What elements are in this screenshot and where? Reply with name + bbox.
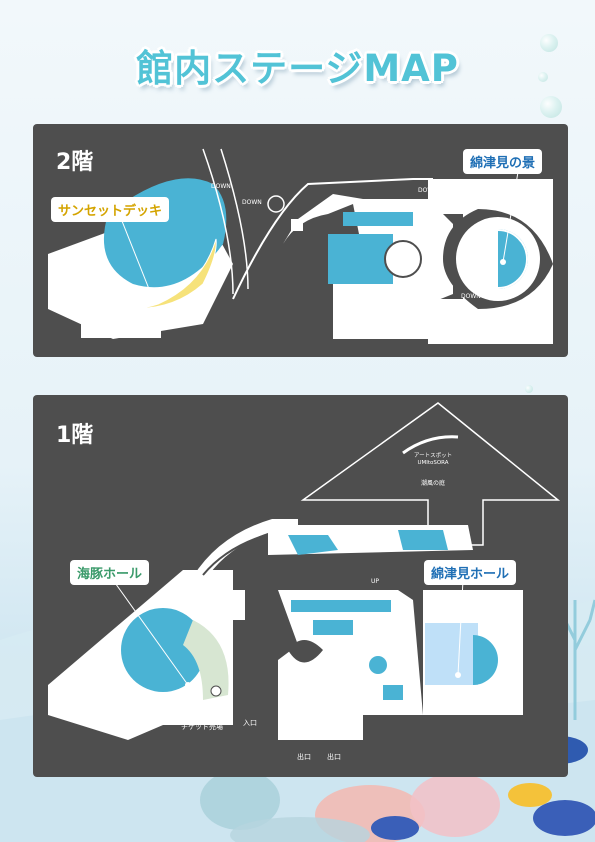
watatsumi-view-callout[interactable]: 綿津見の景 — [463, 149, 543, 174]
bubble-decoration — [540, 34, 558, 52]
floor-2-label: 2階 — [56, 150, 94, 175]
floor-2-map: DOWN DOWN DOWN DOWN 2階 サンセットデッキ 綿津見の景 — [33, 124, 568, 357]
down-sign: DOWN — [461, 293, 481, 300]
up-sign: UP — [371, 578, 379, 585]
info-icon — [210, 685, 222, 697]
exit-label: 出口 — [327, 752, 341, 761]
down-sign: DOWN — [418, 187, 438, 194]
bubble-decoration — [538, 72, 548, 82]
down-sign: DOWN — [211, 183, 231, 190]
dolphin-hall-callout[interactable]: 海豚ホール — [70, 560, 150, 585]
floor-1-label: 1階 — [56, 423, 94, 448]
art-spot-name: UMItoSORA — [417, 460, 448, 466]
floor-1-map: アートスポット UMItoSORA 潮風の庭 — [33, 395, 568, 777]
bubble-decoration — [525, 385, 533, 393]
down-sign: DOWN — [242, 199, 262, 206]
art-spot-label: アートスポット — [414, 452, 452, 459]
floor-1-floorplan: アートスポット UMItoSORA 潮風の庭 — [48, 402, 561, 761]
ticket-office-label: チケット売場 — [181, 722, 223, 731]
bubble-decoration — [540, 96, 562, 118]
exit-label: 出口 — [297, 752, 311, 761]
page-title: 館内ステージMAP — [136, 47, 459, 90]
floor-2-floorplan: DOWN DOWN DOWN DOWN — [48, 148, 553, 344]
entrance-label: 入口 — [243, 719, 257, 727]
watatsumi-hall-callout[interactable]: 綿津見ホール — [424, 560, 517, 585]
sunset-deck-callout[interactable]: サンセットデッキ — [51, 197, 170, 222]
restaurant-icon — [461, 190, 479, 208]
shiokaze-garden-label: 潮風の庭 — [421, 479, 445, 487]
